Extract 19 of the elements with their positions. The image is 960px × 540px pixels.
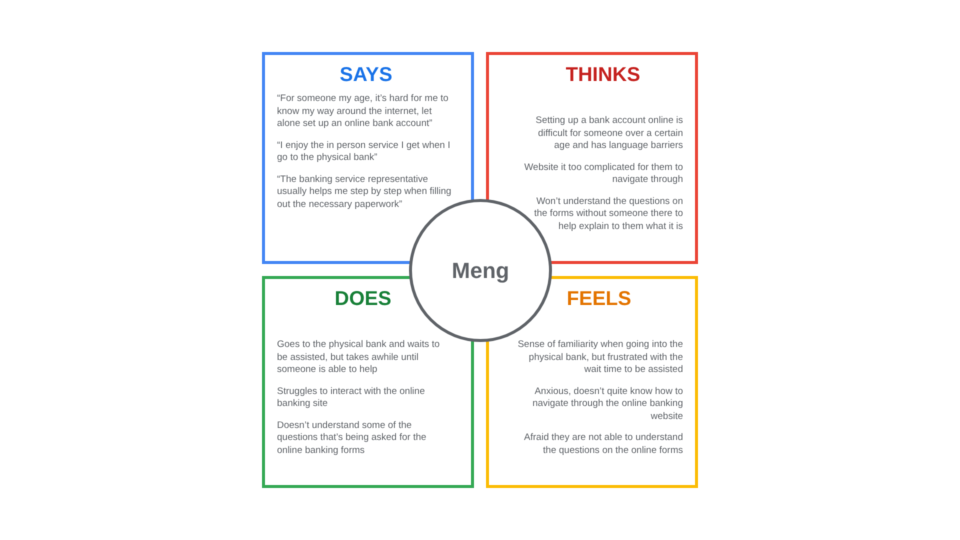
- quote-text: Anxious, doesn’t quite know how to navigate through the online banking website: [531, 386, 683, 423]
- quote-text: Setting up a bank account online is difficult for someone over a certain age and has language barriers: [534, 115, 683, 152]
- quote-text: Goes to the physical bank and waits to be assisted, but takes awhile until someone is able to help: [277, 339, 441, 376]
- quadrant-heading: THINKS: [566, 63, 640, 87]
- quadrant-heading: DOES: [334, 287, 392, 311]
- quote-text: “For someone my age, it’s hard for me to know my way around the internet, let alone set up an online bank account”: [277, 93, 450, 130]
- quote-text: Struggles to interact with the online banking site: [277, 386, 426, 410]
- quadrant-panel: [486, 52, 698, 264]
- quote-text: “I enjoy the in person service I get when I go to the physical bank”: [277, 140, 452, 164]
- quote-text: Sense of familiarity when going into the physical bank, but frustrated with the wait time to be assisted: [516, 339, 683, 376]
- quote-text: Won’t understand the questions on the forms without someone there to help explain to them what it is: [533, 196, 683, 233]
- quote-text: Afraid they are not able to understand the questions on the online forms: [523, 432, 683, 457]
- quadrant-heading: SAYS: [340, 63, 392, 87]
- persona-name: Meng: [452, 257, 510, 285]
- quadrant-panel: [262, 52, 474, 264]
- quote-text: Website it too complicated for them to navigate through: [523, 162, 683, 186]
- quadrant-heading: FEELS: [566, 287, 632, 311]
- quote-text: Doesn’t understand some of the questions that’s being asked for the online banking forms: [277, 420, 428, 457]
- quote-text: “The banking service representative usually helps me step by step when filling out the necessary paperwork”: [277, 174, 452, 211]
